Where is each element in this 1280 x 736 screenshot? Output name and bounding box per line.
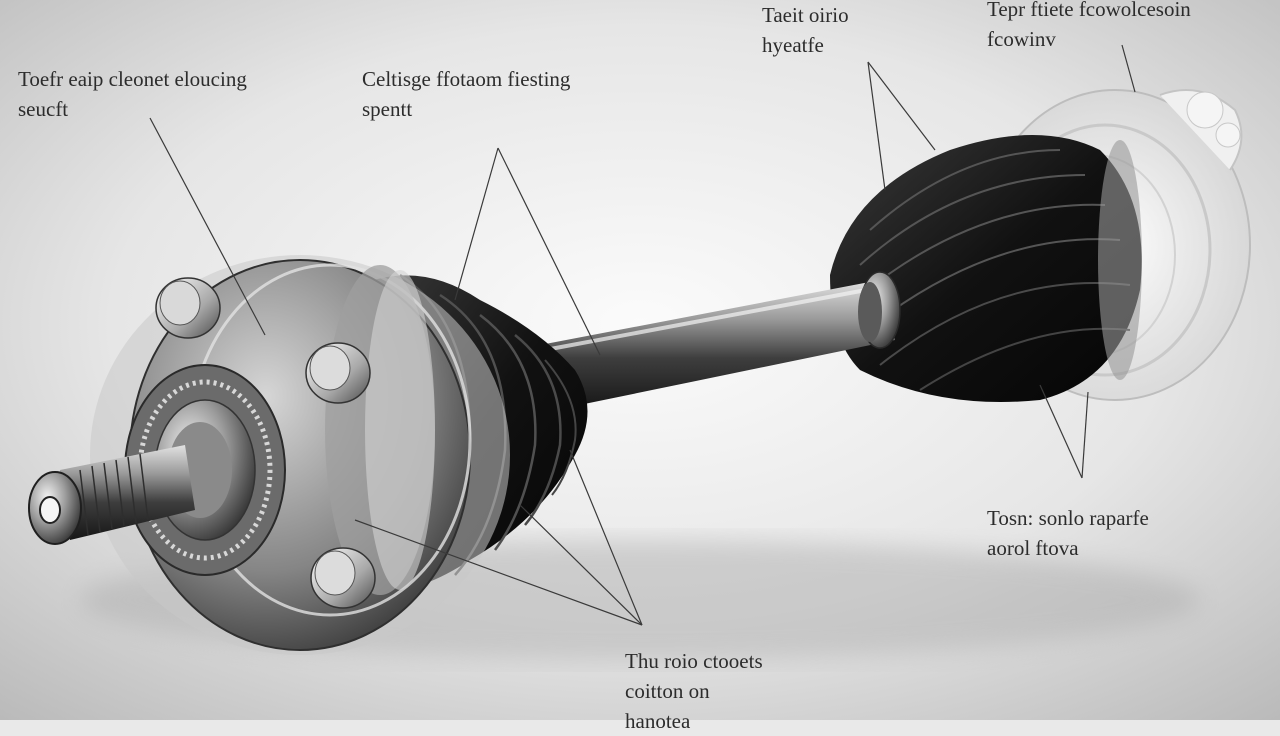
label-inner-joint-line1: Tepr ftiete fcowolcesoin [987, 0, 1191, 21]
leader-inner-joint [1121, 44, 1136, 93]
outer-joint-hub [28, 255, 510, 655]
leader-lower-right-b [1081, 391, 1089, 479]
bolt-right [305, 342, 371, 404]
cv-axle-diagram [0, 0, 1280, 720]
half-shaft [540, 271, 901, 410]
leader-boot-left-a [454, 147, 499, 301]
label-boot-left-line1: Celtisge ffotaom fiesting [362, 67, 571, 91]
label-bottom-center: Thu roio ctooets coitton on hanotea [625, 646, 763, 736]
label-inner-joint-line2: fcowinv [987, 27, 1056, 51]
leader-bottom-a [354, 519, 643, 626]
label-lower-right-line1: Tosn: sonlo raparfe [987, 506, 1149, 530]
label-lower-right-line2: aorol ftova [987, 536, 1079, 560]
leader-boot-left-b [497, 147, 601, 356]
callout-lines [149, 44, 1136, 626]
label-boot-right-line2: hyeatfe [762, 33, 824, 57]
label-inner-joint: Tepr ftiete fcowolcesoin fcowinv [987, 0, 1191, 54]
leader-lower-right-a [1039, 384, 1083, 479]
label-bottom-center-line3: hanotea [625, 709, 691, 733]
leader-bottom-b [519, 504, 643, 626]
label-bottom-center-line1: Thu roio ctooets [625, 649, 763, 673]
label-boot-left-line2: spentt [362, 97, 413, 121]
label-outer-joint: Toefr eaip cleonet eloucing seucft [18, 64, 247, 124]
label-boot-right-line1: Taeit oirio [762, 3, 849, 27]
inner-cv-boot [830, 135, 1142, 402]
bolt-bottom [310, 547, 376, 609]
splined-stub-shaft [28, 445, 195, 545]
label-outer-joint-line1: Toefr eaip cleonet eloucing [18, 67, 247, 91]
leader-outer-joint [149, 117, 266, 336]
leader-bottom-c [569, 449, 643, 626]
label-bottom-center-line2: coitton on [625, 679, 710, 703]
label-boot-right: Taeit oirio hyeatfe [762, 0, 849, 60]
bolt-top [155, 277, 221, 339]
label-outer-joint-line2: seucft [18, 97, 69, 121]
leader-boot-right-a [867, 61, 886, 191]
label-lower-right: Tosn: sonlo raparfe aorol ftova [987, 503, 1149, 563]
label-boot-left: Celtisge ffotaom fiesting spentt [362, 64, 570, 124]
leader-boot-right-b [867, 61, 936, 151]
